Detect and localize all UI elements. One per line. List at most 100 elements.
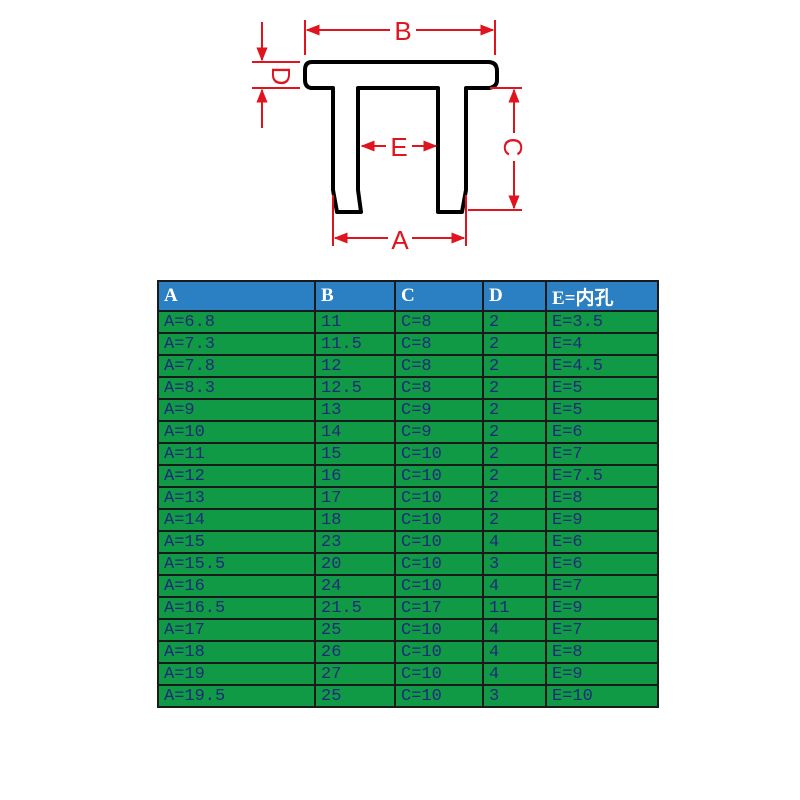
- cell-b: 20: [314, 552, 396, 576]
- cell-b: 11: [314, 310, 396, 334]
- cell-c: C=8: [394, 354, 484, 378]
- cell-e: E=7: [545, 574, 659, 598]
- cell-c: C=8: [394, 332, 484, 356]
- cell-e: E=4: [545, 332, 659, 356]
- cell-b: 12: [314, 354, 396, 378]
- cell-b: 12.5: [314, 376, 396, 400]
- t-profile-diagram: B D E C A: [252, 14, 528, 255]
- cell-b: 25: [314, 618, 396, 642]
- cell-d: 2: [482, 332, 547, 356]
- cell-e: E=7: [545, 442, 659, 466]
- cell-a: A=9: [157, 398, 316, 422]
- cell-c: C=10: [394, 574, 484, 598]
- cell-c: C=10: [394, 486, 484, 510]
- cell-d: 3: [482, 552, 547, 576]
- cell-c: C=9: [394, 398, 484, 422]
- cell-c: C=10: [394, 662, 484, 686]
- cell-b: 18: [314, 508, 396, 532]
- cell-c: C=10: [394, 508, 484, 532]
- cell-b: 27: [314, 662, 396, 686]
- cell-a: A=18: [157, 640, 316, 664]
- cell-a: A=16: [157, 574, 316, 598]
- cell-e: E=8: [545, 640, 659, 664]
- cell-a: A=12: [157, 464, 316, 488]
- cell-e: E=6: [545, 530, 659, 554]
- cell-c: C=10: [394, 442, 484, 466]
- cell-d: 11: [482, 596, 547, 620]
- cell-a: A=15: [157, 530, 316, 554]
- cell-e: E=8: [545, 486, 659, 510]
- cell-d: 2: [482, 486, 547, 510]
- cell-e: E=3.5: [545, 310, 659, 334]
- label-e: E: [390, 132, 407, 162]
- dimension-b: B: [304, 14, 496, 55]
- cell-c: C=9: [394, 420, 484, 444]
- label-a: A: [391, 225, 409, 255]
- cell-a: A=7.3: [157, 332, 316, 356]
- dimension-a: A: [332, 195, 467, 255]
- cell-c: C=10: [394, 464, 484, 488]
- cell-d: 4: [482, 618, 547, 642]
- cell-a: A=17: [157, 618, 316, 642]
- cell-c: C=17: [394, 596, 484, 620]
- cell-e: E=9: [545, 662, 659, 686]
- label-d: D: [266, 67, 296, 86]
- cell-a: A=6.8: [157, 310, 316, 334]
- header-b: B: [314, 280, 396, 312]
- cell-a: A=19.5: [157, 684, 316, 708]
- header-c: C: [394, 280, 484, 312]
- cell-c: C=8: [394, 310, 484, 334]
- cell-b: 11.5: [314, 332, 396, 356]
- cell-d: 2: [482, 376, 547, 400]
- cell-a: A=13: [157, 486, 316, 510]
- cell-a: A=16.5: [157, 596, 316, 620]
- cell-d: 4: [482, 574, 547, 598]
- header-e: E=内孔: [545, 280, 659, 312]
- cell-d: 3: [482, 684, 547, 708]
- cell-e: E=9: [545, 596, 659, 620]
- cell-c: C=10: [394, 640, 484, 664]
- cell-a: A=15.5: [157, 552, 316, 576]
- cell-e: E=6: [545, 552, 659, 576]
- cell-e: E=7.5: [545, 464, 659, 488]
- cell-d: 2: [482, 354, 547, 378]
- cell-a: A=19: [157, 662, 316, 686]
- cell-c: C=10: [394, 530, 484, 554]
- cell-e: E=5: [545, 376, 659, 400]
- cell-c: C=10: [394, 552, 484, 576]
- label-c: C: [498, 138, 528, 157]
- cell-b: 23: [314, 530, 396, 554]
- cell-b: 13: [314, 398, 396, 422]
- cell-d: 4: [482, 530, 547, 554]
- dimension-e: E: [360, 132, 438, 162]
- cell-e: E=9: [545, 508, 659, 532]
- cell-d: 2: [482, 464, 547, 488]
- cell-d: 2: [482, 508, 547, 532]
- header-a: A: [157, 280, 316, 312]
- cell-e: E=4.5: [545, 354, 659, 378]
- cell-b: 24: [314, 574, 396, 598]
- cell-c: C=10: [394, 684, 484, 708]
- t-profile-shape: [303, 60, 499, 214]
- table-header-row: A B C D E=内孔: [157, 280, 659, 312]
- cell-d: 2: [482, 420, 547, 444]
- cell-a: A=8.3: [157, 376, 316, 400]
- cell-d: 4: [482, 662, 547, 686]
- cell-b: 14: [314, 420, 396, 444]
- cell-b: 25: [314, 684, 396, 708]
